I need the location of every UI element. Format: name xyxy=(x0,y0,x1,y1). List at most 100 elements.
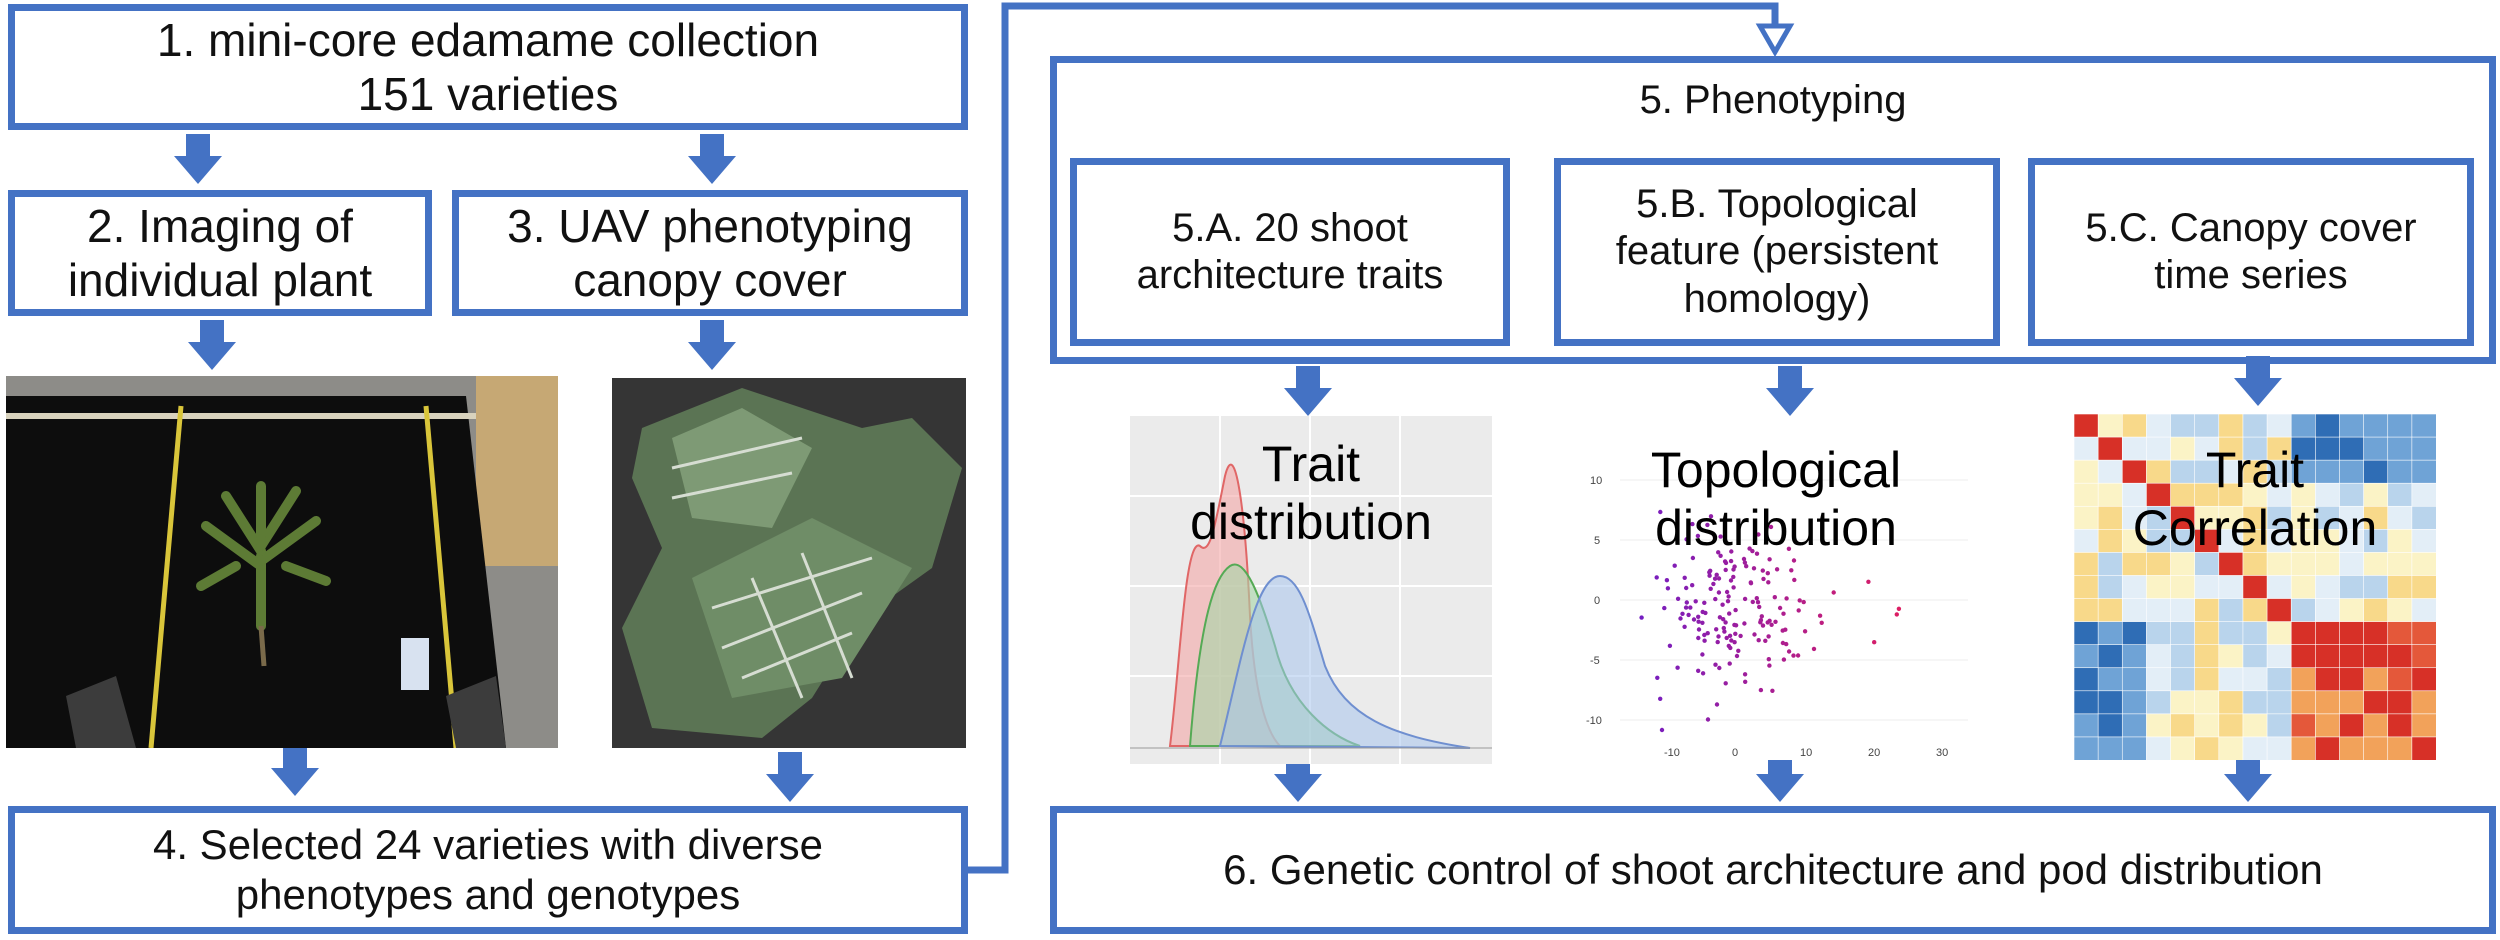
trait-distribution-plot xyxy=(1130,416,1492,764)
heatmap-cell xyxy=(2097,598,2123,623)
heatmap-cell xyxy=(2387,621,2413,646)
scatter-point xyxy=(1682,575,1687,580)
heatmap-cell xyxy=(2074,621,2099,646)
scatter-point xyxy=(1696,668,1701,673)
heatmap-cell xyxy=(2097,713,2123,738)
heatmap-cell xyxy=(2290,713,2316,738)
scatter-point xyxy=(1690,521,1695,527)
heatmap-cell xyxy=(2387,667,2413,692)
heatmap-cell xyxy=(2290,575,2316,600)
y-tick: 0 xyxy=(1594,595,1600,607)
scatter-point xyxy=(1705,522,1710,528)
heatmap-cell xyxy=(2170,575,2196,600)
scatter-point xyxy=(1755,600,1761,605)
scatter-point xyxy=(1696,614,1701,619)
x-tick: 30 xyxy=(1936,747,1948,759)
scatter-point xyxy=(1747,546,1752,551)
heatmap-cell xyxy=(2266,644,2292,669)
scatter-point xyxy=(1801,599,1806,605)
scatter-point xyxy=(1716,634,1721,639)
step-1-box: 1. mini-core edamame collection 151 vari… xyxy=(8,4,968,130)
scatter-point xyxy=(1831,590,1836,595)
step-4-label: 4. Selected 24 varieties with diverse ph… xyxy=(152,821,823,918)
scatter-point xyxy=(1894,612,1899,617)
scatter-point xyxy=(1714,702,1720,707)
scatter-point xyxy=(1720,602,1725,607)
scatter-point xyxy=(1722,559,1728,564)
topological-scatter-plot: 10 5 0 -5 -10 -10 0 10 20 30 xyxy=(1586,475,1968,759)
connector-arrowhead xyxy=(1755,23,1795,58)
step-1-label: 1. mini-core edamame collection 151 vari… xyxy=(156,13,820,120)
scatter-point xyxy=(1780,640,1786,646)
scatter-point xyxy=(1754,551,1760,556)
scatter-point xyxy=(1757,604,1762,610)
heatmap-cell xyxy=(2266,667,2292,692)
heatmap-cell xyxy=(2218,575,2244,600)
heatmap-cell xyxy=(2194,598,2220,623)
heatmap-cell xyxy=(2121,414,2148,438)
scatter-point xyxy=(1896,606,1902,611)
heatmap-cell xyxy=(2411,414,2436,438)
heatmap-cell xyxy=(2146,621,2172,646)
arrow-image-to-4b xyxy=(766,752,814,802)
scatter-point xyxy=(1675,596,1681,601)
trait-correlation-panel: Trait Correlation xyxy=(2074,414,2436,760)
heatmap-cell xyxy=(2339,690,2365,715)
scatter-point xyxy=(1683,605,1689,610)
scatter-point xyxy=(1766,657,1771,662)
scatter-point xyxy=(1705,717,1711,722)
scatter-point xyxy=(1811,646,1817,652)
scatter-point xyxy=(1716,590,1722,595)
heatmap-cell xyxy=(2170,667,2196,692)
plant-photo-image xyxy=(6,376,558,748)
scatter-point xyxy=(1696,619,1701,624)
heatmap-cell xyxy=(2339,667,2365,692)
heatmap-cell xyxy=(2339,598,2365,623)
scatter-point xyxy=(1680,611,1685,616)
heatmap-cell xyxy=(2387,414,2413,438)
heatmap-cell xyxy=(2290,736,2316,760)
step-4-box: 4. Selected 24 varieties with diverse ph… xyxy=(8,806,968,934)
heatmap-cell xyxy=(2146,667,2172,692)
heatmap-cell xyxy=(2194,690,2220,715)
heatmap-cell xyxy=(2242,644,2268,669)
heatmap-cell xyxy=(2121,621,2148,646)
scatter-points xyxy=(1639,509,1902,733)
heatmap-cell xyxy=(2266,736,2292,760)
scatter-point xyxy=(1781,611,1786,616)
heatmap-cell xyxy=(2266,575,2292,600)
heatmap-cell xyxy=(2290,690,2316,715)
heatmap-cell xyxy=(2363,736,2389,760)
heatmap-cell xyxy=(2315,713,2341,738)
scatter-point xyxy=(1725,599,1731,604)
heatmap-cell xyxy=(2121,598,2148,623)
trait-distribution-panel: Trait distribution xyxy=(1130,416,1492,764)
heatmap-cell xyxy=(2315,644,2341,669)
scatter-point xyxy=(1772,595,1777,600)
heatmap-cell xyxy=(2170,690,2196,715)
scatter-point xyxy=(1729,638,1734,643)
heatmap-cell xyxy=(2363,598,2389,623)
scatter-point xyxy=(1665,586,1671,591)
scatter-point xyxy=(1797,598,1802,603)
heatmap-cell xyxy=(2363,621,2389,646)
heatmap-cell xyxy=(2290,667,2316,692)
heatmap-cell xyxy=(2097,575,2123,600)
scatter-point xyxy=(1724,635,1729,641)
heatmap-cell xyxy=(2315,667,2341,692)
heatmap-cell xyxy=(2074,644,2099,669)
scatter-point xyxy=(1728,558,1734,564)
scatter-point xyxy=(1684,600,1689,605)
scatter-point xyxy=(1754,596,1759,601)
heatmap-cell xyxy=(2146,690,2172,715)
scatter-point xyxy=(1707,570,1712,575)
scatter-point xyxy=(1759,614,1764,619)
arrow-1-to-2 xyxy=(174,134,222,184)
x-tick: 0 xyxy=(1732,747,1738,759)
scatter-point xyxy=(1713,596,1718,602)
plant-photo xyxy=(6,376,558,748)
heatmap-cell xyxy=(2146,598,2172,623)
heatmap-cell xyxy=(2339,736,2365,760)
step-3-label: 3. UAV phenotyping canopy cover xyxy=(507,199,913,306)
scatter-point xyxy=(1718,534,1723,539)
